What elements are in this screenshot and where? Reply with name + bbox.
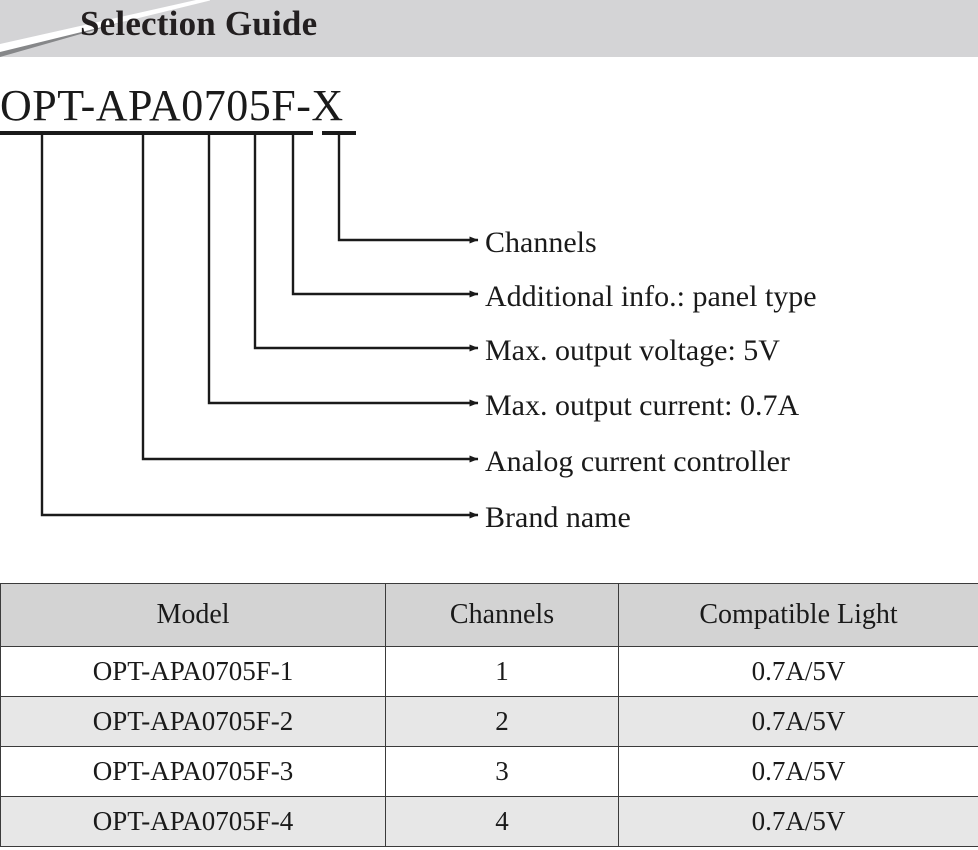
part-number-text: OPT-APA0705F-X	[0, 81, 344, 130]
callout-label-additional-info: Additional info.: panel type	[485, 280, 817, 313]
page-title: Selection Guide	[80, 4, 318, 43]
cell-compatible-light: 0.7A/5V	[618, 746, 978, 797]
cell-model: OPT-APA0705F-4	[0, 796, 386, 847]
cell-channels: 4	[385, 796, 619, 847]
column-header-model: Model	[0, 583, 386, 647]
table-row: OPT-APA0705F-2 2 0.7A/5V	[0, 696, 978, 747]
callout-label-max-output-voltage: Max. output voltage: 5V	[485, 334, 780, 367]
cell-channels: 1	[385, 646, 619, 697]
selection-table: Model Channels Compatible Light OPT-APA0…	[0, 583, 978, 847]
corner-light-triangle	[0, 0, 196, 44]
cell-compatible-light: 0.7A/5V	[618, 646, 978, 697]
callout-label-channels: Channels	[485, 226, 597, 259]
header-corner-decoration	[0, 0, 210, 57]
cell-channels: 2	[385, 696, 619, 747]
table-header-row: Model Channels Compatible Light	[0, 583, 978, 647]
cell-model: OPT-APA0705F-3	[0, 746, 386, 797]
cell-model: OPT-APA0705F-2	[0, 696, 386, 747]
cell-channels: 3	[385, 746, 619, 797]
callout-label-brand-name: Brand name	[485, 501, 631, 534]
header-banner: Selection Guide	[0, 0, 978, 57]
column-header-channels: Channels	[385, 583, 619, 647]
cell-compatible-light: 0.7A/5V	[618, 796, 978, 847]
table-row: OPT-APA0705F-3 3 0.7A/5V	[0, 746, 978, 797]
callout-label-max-output-current: Max. output current: 0.7A	[485, 389, 800, 422]
column-header-compatible-light: Compatible Light	[618, 583, 978, 647]
callout-leader-lines	[0, 131, 479, 519]
callout-label-analog-current-controller: Analog current controller	[485, 445, 790, 478]
cell-model: OPT-APA0705F-1	[0, 646, 386, 697]
cell-compatible-light: 0.7A/5V	[618, 696, 978, 747]
table-row: OPT-APA0705F-1 1 0.7A/5V	[0, 646, 978, 697]
table-row: OPT-APA0705F-4 4 0.7A/5V	[0, 796, 978, 847]
